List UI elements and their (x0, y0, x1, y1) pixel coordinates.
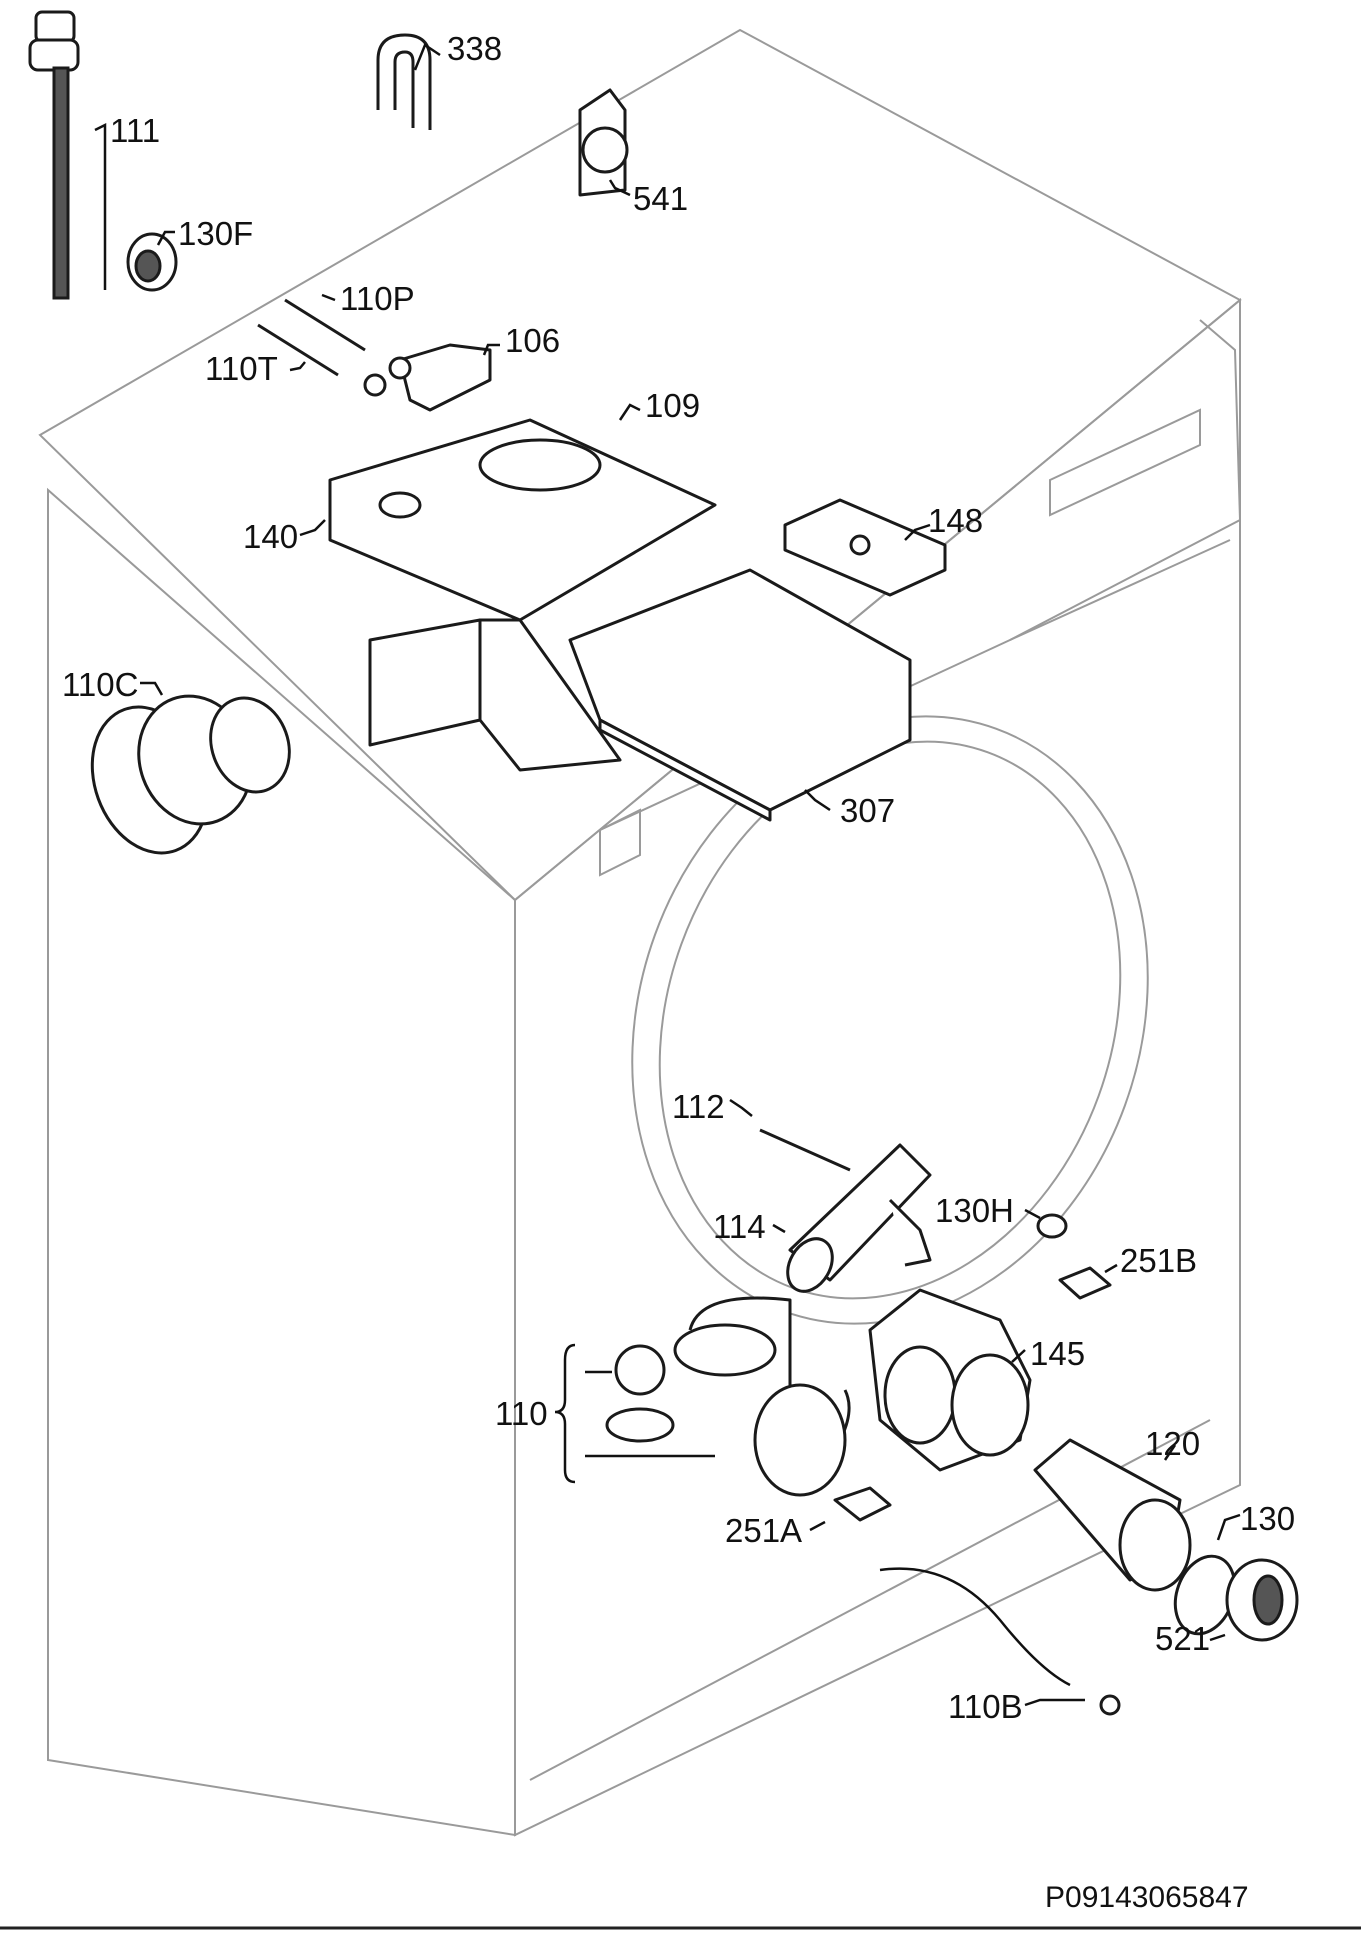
label-111: 111 (110, 112, 160, 149)
part-521-filter-cap (1225, 1558, 1299, 1642)
label-130F: 130F (178, 215, 253, 252)
label-110: 110 (495, 1395, 548, 1432)
part-111-inlet-hose (28, 10, 80, 300)
part-145-pump-housing (868, 1288, 1032, 1472)
label-521: 521 (1155, 1620, 1210, 1657)
label-110B: 110B (948, 1688, 1023, 1725)
label-140: 140 (243, 518, 298, 555)
part-307-detergent-drawer (568, 568, 912, 822)
part-130H-cap (1036, 1213, 1068, 1239)
label-110P: 110P (340, 280, 415, 317)
part-251A-clip (833, 1486, 892, 1522)
label-120: 120 (1145, 1425, 1200, 1462)
label-251A: 251A (725, 1512, 802, 1549)
part-251B-clip (1058, 1266, 1112, 1300)
leader-lines (94, 43, 1241, 1707)
part-110P-tube (284, 298, 366, 352)
part-148-panel (783, 498, 947, 597)
part-130F-cap (126, 232, 178, 292)
label-338: 338 (447, 30, 502, 67)
part-114-pipe (786, 1143, 932, 1293)
label-110T: 110T (205, 350, 278, 387)
part-120-filter (1033, 1438, 1192, 1592)
label-148: 148 (928, 502, 983, 539)
part-110T-tube (257, 323, 339, 377)
part-140-dispenser-housing (328, 418, 717, 772)
label-251B: 251B (1120, 1242, 1197, 1279)
part-110C-bellows (90, 694, 291, 855)
label-541: 541 (633, 180, 688, 217)
part-110B-drain-tube (879, 1567, 1121, 1716)
part-112-hose (759, 1128, 851, 1172)
label-145: 145 (1030, 1335, 1085, 1372)
label-109: 109 (645, 387, 700, 424)
part-338-hose-hook (376, 33, 432, 130)
label-112: 112 (672, 1088, 725, 1125)
diagram-code: P09143065847 (1045, 1881, 1249, 1914)
part-106-valve (363, 343, 492, 412)
label-110C: 110C (62, 666, 138, 703)
part-110-sump-hose (554, 1296, 851, 1497)
label-130H: 130H (935, 1192, 1014, 1229)
label-130: 130 (1240, 1500, 1295, 1537)
label-307: 307 (840, 792, 895, 829)
label-106: 106 (505, 322, 560, 359)
washing-machine-cabinet (38, 28, 1242, 1837)
label-114: 114 (713, 1208, 766, 1245)
part-541-bracket (578, 88, 629, 197)
